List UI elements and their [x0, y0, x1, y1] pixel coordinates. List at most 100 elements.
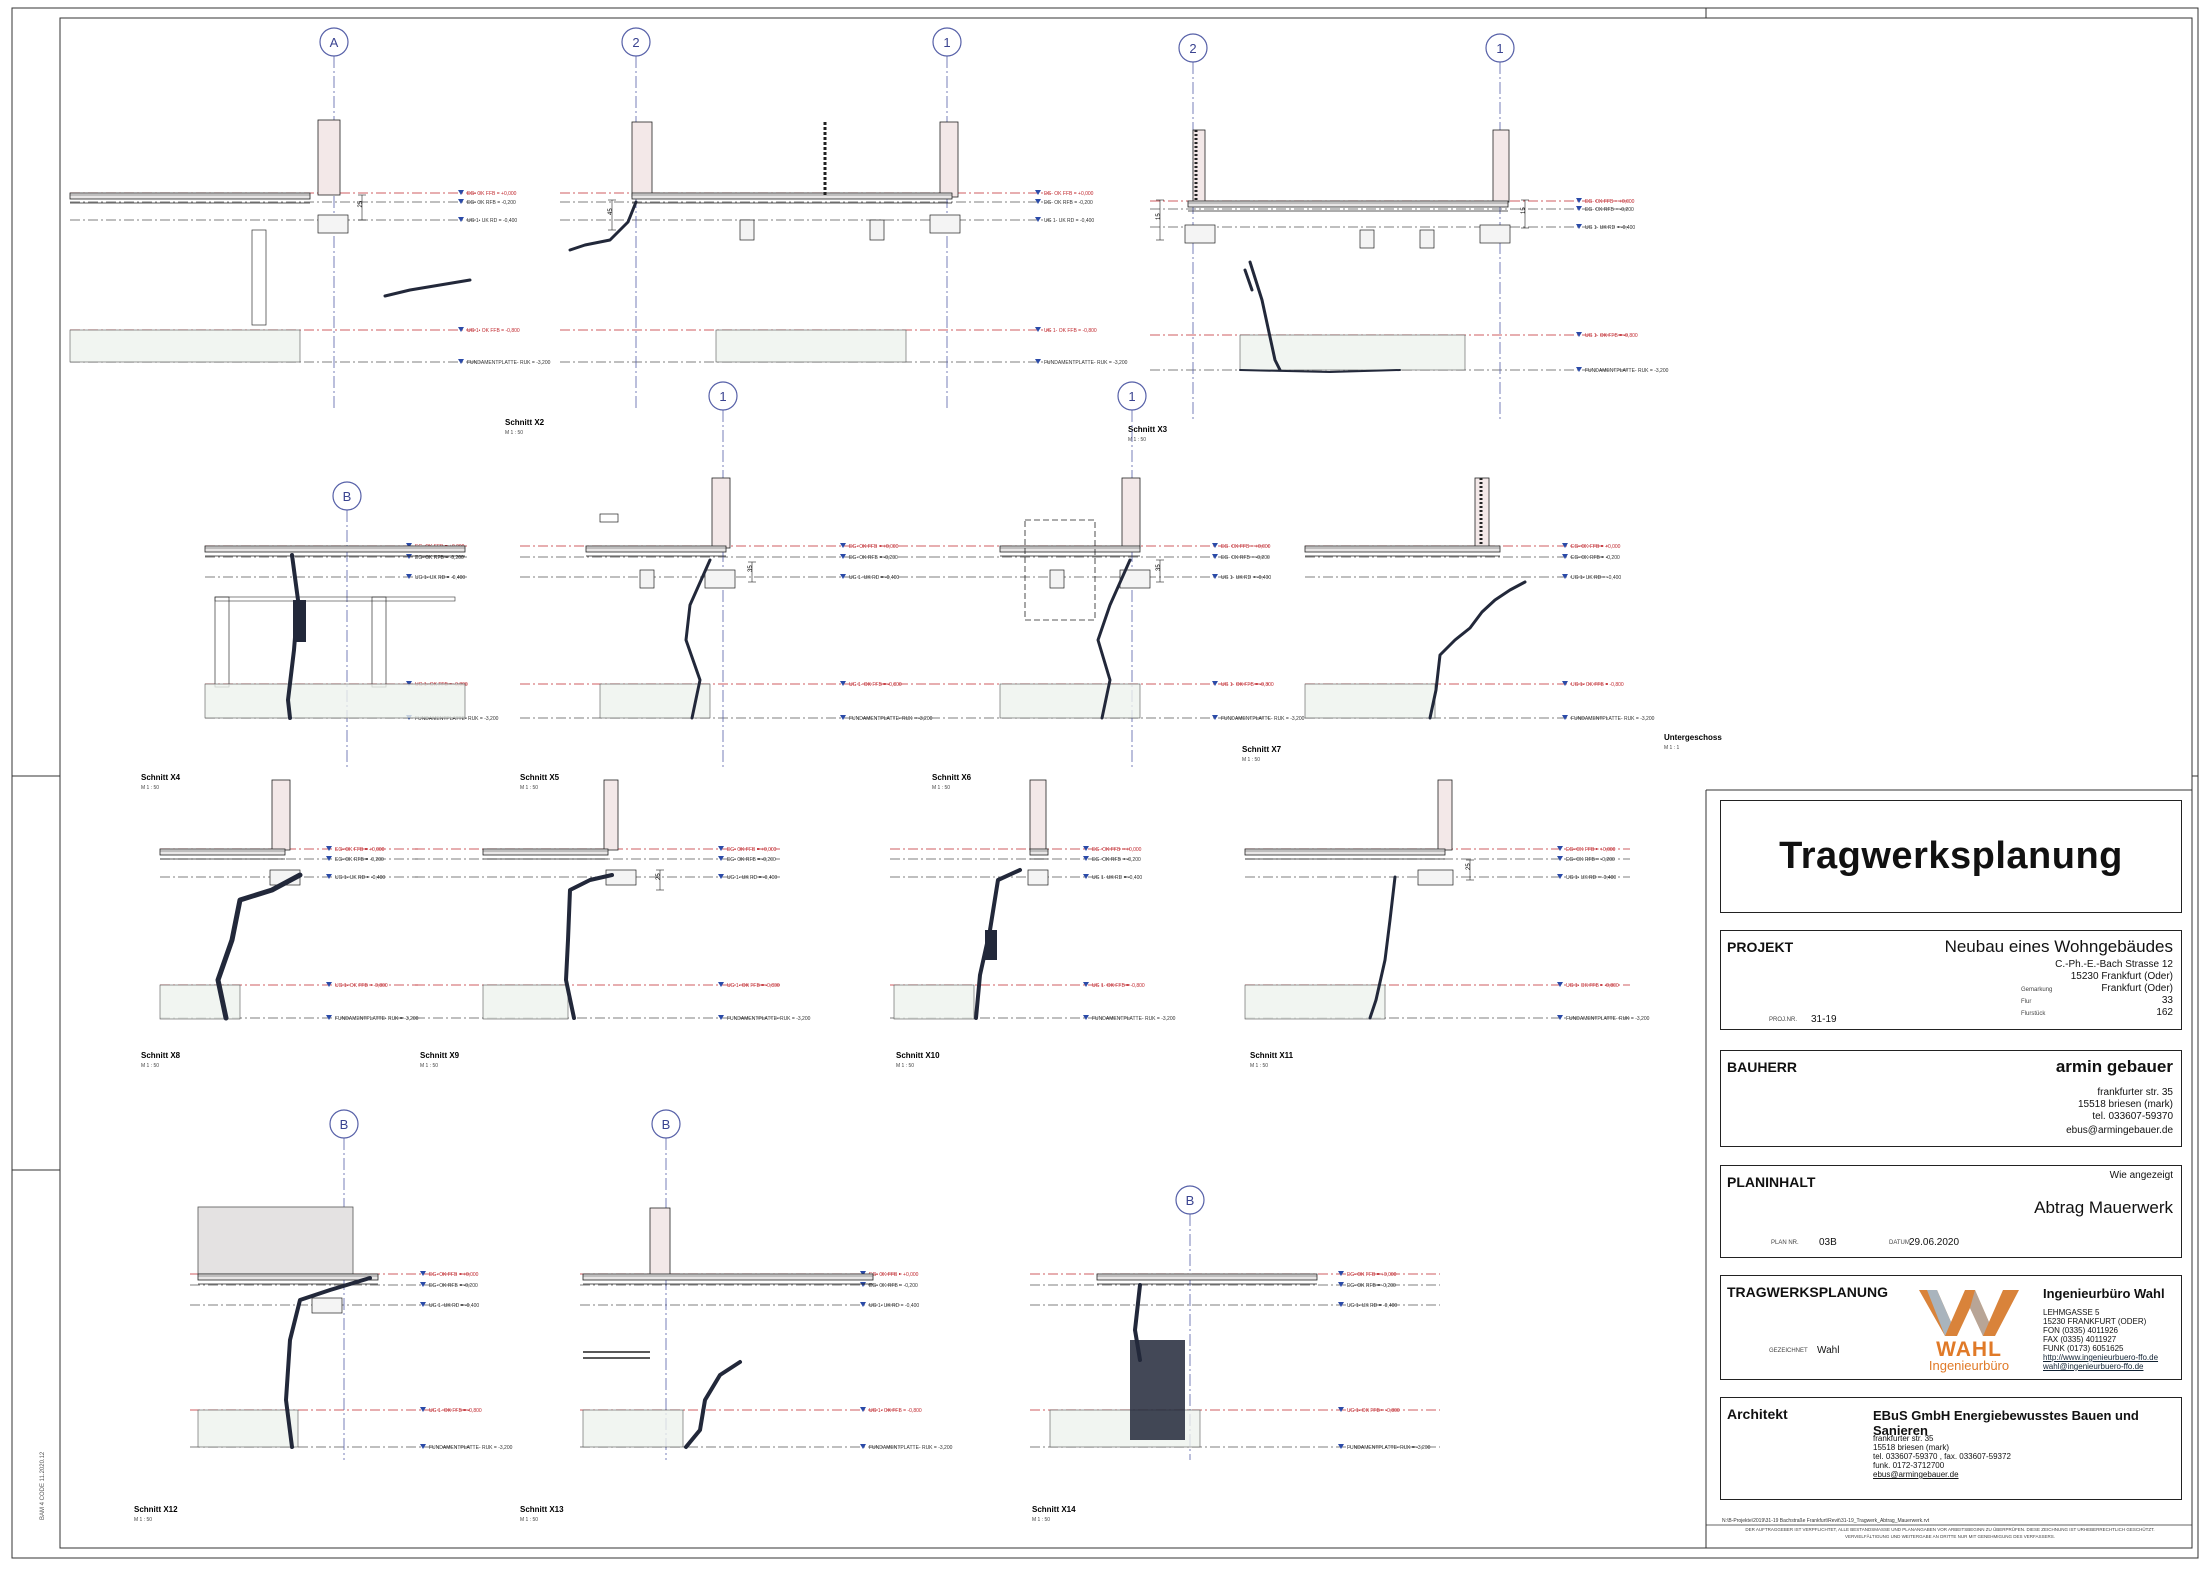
- dimension-text: 45: [608, 208, 614, 215]
- level-ug-uk-rd-label: UG 1- UK RD = -0,400: [1585, 225, 1635, 231]
- office-email[interactable]: wahl@ingenieurbuero-ffo.de: [2043, 1362, 2144, 1371]
- level-eg-ok-ffb-marker: [860, 1271, 866, 1276]
- level-eg-ok-ffb-marker: [840, 543, 846, 548]
- section-title-x5: Schnitt X5: [520, 773, 560, 782]
- level-ug-ok-ffb-label: UG 1- OK FFB = -0,800: [1221, 682, 1274, 688]
- architekt-label: Architekt: [1727, 1406, 1788, 1422]
- wall: [1492, 129, 1510, 203]
- level-fundament-label: FUNDAMENTPLATTE- RUK = -3,200: [849, 716, 933, 722]
- grid-2-a-bubble: [621, 27, 651, 57]
- level-fundament-marker: [326, 1015, 332, 1020]
- tragwerksplanung-box: TRAGWERKSPLANUNG GEZEICHNET Wahl WAHL In…: [1720, 1275, 2182, 1380]
- level-ug-ok-ffb-marker: [1212, 681, 1218, 686]
- level-ug-ok-ffb-marker: [406, 681, 412, 686]
- ground-plate: [999, 683, 1141, 719]
- level-eg-ok-ffb-label: EG- OK FFB = +0,000: [1566, 847, 1616, 853]
- section-title-x3: Schnitt X3: [1128, 425, 1168, 434]
- wall: [317, 119, 341, 196]
- level-fundament-label: FUNDAMENTPLATTE- RUK = -3,200: [1566, 1016, 1650, 1022]
- level-eg-ok-rfb-marker: [326, 856, 332, 861]
- floor-slab: [69, 192, 311, 200]
- level-eg-ok-rfb-label: EG- OK RFB = -0,200: [415, 555, 464, 561]
- wall: [1474, 477, 1490, 549]
- beam: [214, 596, 456, 602]
- level-eg-ok-ffb-label: EG- OK FFB = +0,000: [1092, 847, 1142, 853]
- tragwerksplanung-label: TRAGWERKSPLANUNG: [1727, 1284, 1888, 1300]
- masonry-scan: [1243, 260, 1282, 372]
- footing: [929, 214, 961, 234]
- level-ug-ok-ffb-marker: [1035, 327, 1041, 332]
- level-fundament-marker: [420, 1444, 426, 1449]
- grid-2-b-label: 2: [1189, 41, 1196, 56]
- section-scale-x8: M 1 : 50: [141, 1063, 159, 1069]
- column: [371, 596, 387, 688]
- architekt-street: frankfurter str. 35: [1873, 1434, 1934, 1443]
- level-ug-uk-rd-label: UG 1- UK RD = -0,400: [869, 1303, 919, 1309]
- office-fax: FAX (0335) 4011927: [2043, 1335, 2117, 1344]
- projekt-box: PROJEKT Neubau eines Wohngebäudes C.-Ph.…: [1720, 930, 2182, 1030]
- masonry-block: [293, 600, 306, 642]
- projekt-label: PROJEKT: [1727, 939, 1794, 955]
- section-title-x9: Schnitt X9: [420, 1051, 460, 1060]
- logo-ingenieurbuero-text: Ingenieurbüro: [1929, 1358, 2009, 1373]
- bauherr-tel: tel. 033607-59370: [2092, 1111, 2173, 1122]
- grid-b-d-label: B: [1186, 1193, 1195, 1208]
- footing: [739, 219, 755, 241]
- level-eg-ok-ffb-marker: [406, 543, 412, 548]
- masonry-scan: [684, 1360, 742, 1449]
- wall: [1121, 477, 1141, 549]
- masonry-scan: [215, 872, 303, 1021]
- office-web[interactable]: http://www.ingenieurbuero-ffo.de: [2043, 1353, 2159, 1362]
- grid-1-c-bubble: [708, 381, 738, 411]
- grid-b-c-bubble: [651, 1109, 681, 1139]
- level-eg-ok-ffb-marker: [458, 190, 464, 195]
- footing: [311, 1297, 343, 1314]
- dimension-text: 15: [1156, 213, 1162, 220]
- grid-a-label: A: [330, 35, 339, 50]
- level-fundament-marker: [1212, 715, 1218, 720]
- level-fundament-label: FUNDAMENTPLATTE- RUK = -3,200: [1571, 716, 1655, 722]
- plannr-label: PLAN NR.: [1771, 1240, 1799, 1246]
- footer-path: N:\B-Projekte\2019\31-19 Bachstraße Fran…: [1722, 1518, 1930, 1524]
- level-eg-ok-rfb-label: EG- OK RFB = -0,200: [1585, 207, 1634, 213]
- flur-label: Flur: [2021, 999, 2032, 1005]
- level-ug-ok-ffb-label: UG 1- OK FFB = -0,800: [727, 983, 780, 989]
- level-ug-uk-rd-marker: [1576, 224, 1582, 229]
- level-eg-ok-ffb-label: EG- OK FFB = +0,000: [1585, 199, 1635, 205]
- architekt-name: EBuS GmbH Energiebewusstes Bauen und San…: [1873, 1408, 2139, 1438]
- section-title-x11: Schnitt X11: [1250, 1051, 1294, 1060]
- gezeichnet-value: Wahl: [1817, 1345, 1840, 1356]
- level-eg-ok-ffb-label: EG- OK FFB = +0,000: [467, 191, 517, 197]
- level-fundament-marker: [1557, 1015, 1563, 1020]
- gezeichnet-label: GEZEICHNET: [1769, 1348, 1808, 1354]
- level-eg-ok-ffb-label: EG- OK FFB = +0,000: [1571, 544, 1621, 550]
- title-box: Tragwerksplanung: [1720, 800, 2182, 913]
- level-eg-ok-rfb-label: EG- OK RFB = -0,200: [1566, 857, 1615, 863]
- level-ug-ok-ffb-marker: [326, 982, 332, 987]
- level-eg-ok-rfb-marker: [1562, 554, 1568, 559]
- section-title-ug: Untergeschoss: [1664, 733, 1722, 742]
- level-ug-ok-ffb-label: UG 1- OK FFB = -0,800: [335, 983, 388, 989]
- bauherr-email: ebus@armingebauer.de: [2066, 1125, 2173, 1136]
- level-fundament-marker: [860, 1444, 866, 1449]
- architekt-email[interactable]: ebus@armingebauer.de: [1873, 1470, 1959, 1479]
- grid-1-c-label: 1: [719, 389, 726, 404]
- level-eg-ok-ffb-marker: [1035, 190, 1041, 195]
- grid-b-c-label: B: [662, 1117, 671, 1132]
- footing: [1417, 869, 1454, 886]
- section-scale-x7: M 1 : 50: [1242, 757, 1260, 763]
- level-ug-uk-rd-marker: [1035, 217, 1041, 222]
- level-eg-ok-rfb-marker: [1576, 206, 1582, 211]
- plan-content: Abtrag Mauerwerk: [2034, 1198, 2173, 1217]
- office-fon: FON (0335) 4011926: [2043, 1326, 2119, 1335]
- level-ug-ok-ffb-label: UG 1- OK FFB = -0,800: [467, 328, 520, 334]
- ground-plate: [159, 984, 241, 1020]
- office-funk: FUNK (0173) 6051625: [2043, 1344, 2124, 1353]
- floor-slab: [585, 545, 727, 553]
- level-fundament-label: FUNDAMENTPLATTE- RUK = -3,200: [1585, 368, 1669, 374]
- grid-1-b-bubble: [1485, 33, 1515, 63]
